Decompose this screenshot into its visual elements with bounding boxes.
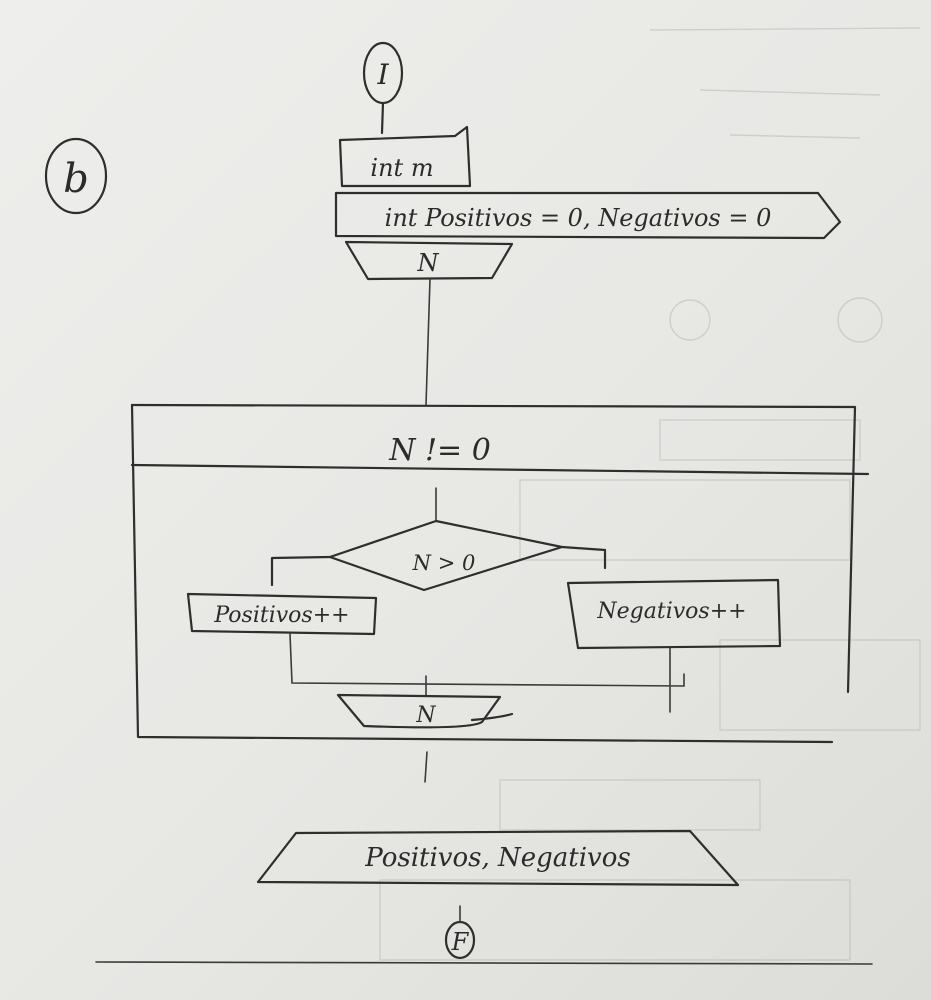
- branch-line-left: [270, 555, 332, 587]
- init-text: int Positivos = 0, Negativos = 0: [385, 204, 772, 232]
- end-label: F: [451, 928, 470, 956]
- declaration-text: int m: [370, 154, 433, 182]
- decision-text: N > 0: [412, 551, 476, 575]
- output-text: Positivos, Negativos: [364, 843, 630, 873]
- decision-diamond: N > 0: [328, 519, 564, 592]
- output-parallelogram: Positivos, Negativos: [256, 829, 740, 887]
- start-terminator: I: [362, 41, 404, 105]
- positive-branch-text: Positivos++: [213, 603, 349, 628]
- read-n-again-trapezoid: N: [336, 693, 514, 729]
- part-label-text: b: [63, 156, 89, 202]
- connector: [380, 101, 385, 135]
- read-n-again-text: N: [415, 703, 436, 728]
- read-n-trapezoid: N: [344, 240, 514, 281]
- bottom-rule: [95, 961, 873, 965]
- branch-line-right: [560, 545, 607, 570]
- positive-branch-box: Positivos++: [186, 592, 378, 636]
- loop-condition-text: N != 0: [388, 433, 491, 468]
- negative-branch-box: Negativos++: [566, 578, 782, 650]
- init-box: int Positivos = 0, Negativos = 0: [334, 191, 842, 240]
- declaration-box: int m: [338, 125, 472, 188]
- loop-box: N != 0: [130, 403, 870, 744]
- start-label: I: [376, 58, 389, 91]
- read-n-text: N: [417, 249, 440, 277]
- negative-branch-text: Negativos++: [596, 599, 746, 624]
- connector: [425, 278, 431, 406]
- connector: [424, 751, 428, 783]
- part-label: b: [44, 137, 108, 215]
- end-terminator: F: [444, 905, 476, 960]
- bleed-through-marks: [379, 27, 921, 961]
- merge-line: [289, 633, 685, 687]
